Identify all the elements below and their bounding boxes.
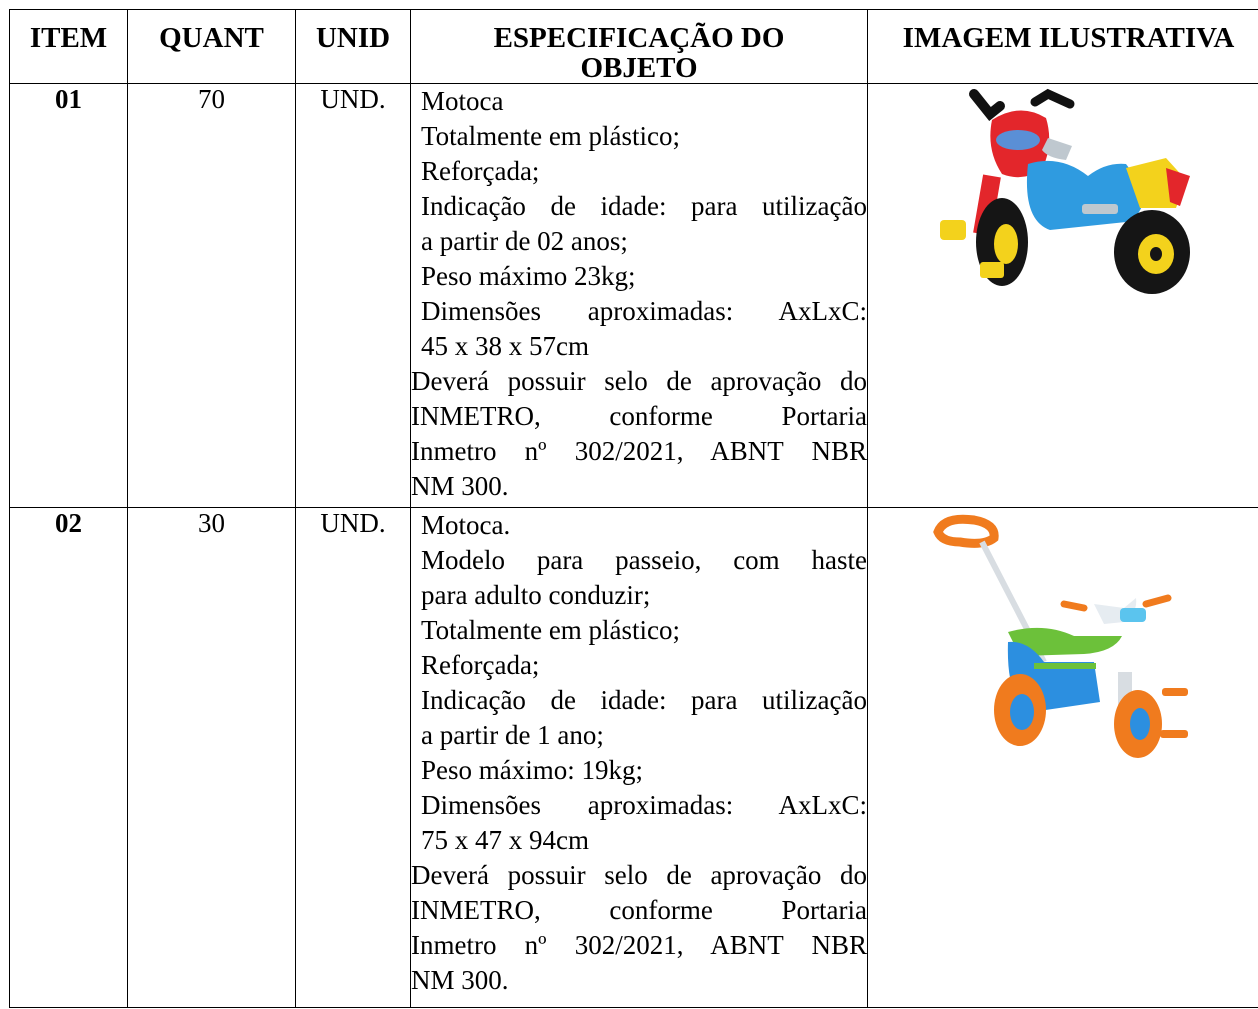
item-number: 01	[9, 83, 128, 508]
spec-tail-line: Deverá possuir selo de aprovação do	[411, 366, 867, 396]
spec-line: Indicação de idade: para utilização	[421, 685, 867, 715]
tricycle-red-blue-icon	[940, 88, 1190, 294]
spec-tail-line: Inmetro nº 302/2021, ABNT NBR	[411, 930, 867, 960]
spec-line: Dimensões aproximadas: AxLxC:	[421, 296, 867, 326]
spec-line: 75 x 47 x 94cm	[421, 825, 589, 855]
spec-line: a partir de 02 anos;	[421, 226, 628, 256]
spec-line: Peso máximo 23kg;	[421, 261, 636, 291]
tricycle-push-handle-icon	[933, 514, 1188, 758]
spec-tail-line: Deverá possuir selo de aprovação do	[411, 860, 867, 890]
spec-line: Reforçada;	[421, 156, 540, 186]
spec-tail-line: NM 300.	[411, 471, 509, 501]
quantity: 30	[127, 507, 296, 1008]
spec-line: Motoca.	[421, 510, 511, 540]
item-number: 02	[9, 507, 128, 1008]
spec-line: 45 x 38 x 57cm	[421, 331, 589, 361]
table-row: 02 30 UND. Motoca. Modelo para passeio, …	[9, 507, 1258, 1008]
spec-tail-line: NM 300.	[411, 965, 509, 995]
header-row: ITEM QUANT UNID ESPECIFICAÇÃO DO OBJETO …	[9, 9, 1258, 84]
spec-line: Totalmente em plástico;	[421, 615, 681, 645]
header-spec-line2: OBJETO	[580, 52, 698, 84]
spec-line: Reforçada;	[421, 650, 540, 680]
spec-line: Motoca	[421, 86, 504, 116]
spec-tail-line: INMETRO, conforme Portaria	[411, 895, 867, 925]
header-spec: ESPECIFICAÇÃO DO OBJETO	[410, 9, 868, 84]
illustrative-image-cell	[867, 507, 1258, 1008]
spec-line: a partir de 1 ano;	[421, 720, 604, 750]
header-spec-line1: ESPECIFICAÇÃO DO	[493, 22, 785, 54]
header-item: ITEM	[9, 9, 128, 84]
spec-table: ITEM QUANT UNID ESPECIFICAÇÃO DO OBJETO …	[9, 9, 1258, 1008]
quantity: 70	[127, 83, 296, 508]
spec-tail-line: INMETRO, conforme Portaria	[411, 401, 867, 431]
specification: Motoca Totalmente em plástico; Reforçada…	[410, 83, 868, 508]
spec-line: Peso máximo: 19kg;	[421, 755, 643, 785]
header-unid: UNID	[295, 9, 411, 84]
unit: UND.	[295, 507, 411, 1008]
unit: UND.	[295, 83, 411, 508]
header-quant: QUANT	[127, 9, 296, 84]
spec-line: Indicação de idade: para utilização	[421, 191, 867, 221]
specification: Motoca. Modelo para passeio, com haste p…	[410, 507, 868, 1008]
header-image: IMAGEM ILUSTRATIVA	[867, 9, 1258, 84]
table-row: 01 70 UND. Motoca Totalmente em plástico…	[9, 83, 1258, 508]
spec-line: Totalmente em plástico;	[421, 121, 681, 151]
illustrative-image-cell	[867, 83, 1258, 508]
spec-line: para adulto conduzir;	[421, 580, 651, 610]
spec-line: Modelo para passeio, com haste	[421, 545, 867, 575]
spec-tail-line: Inmetro nº 302/2021, ABNT NBR	[411, 436, 867, 466]
spec-line: Dimensões aproximadas: AxLxC:	[421, 790, 867, 820]
